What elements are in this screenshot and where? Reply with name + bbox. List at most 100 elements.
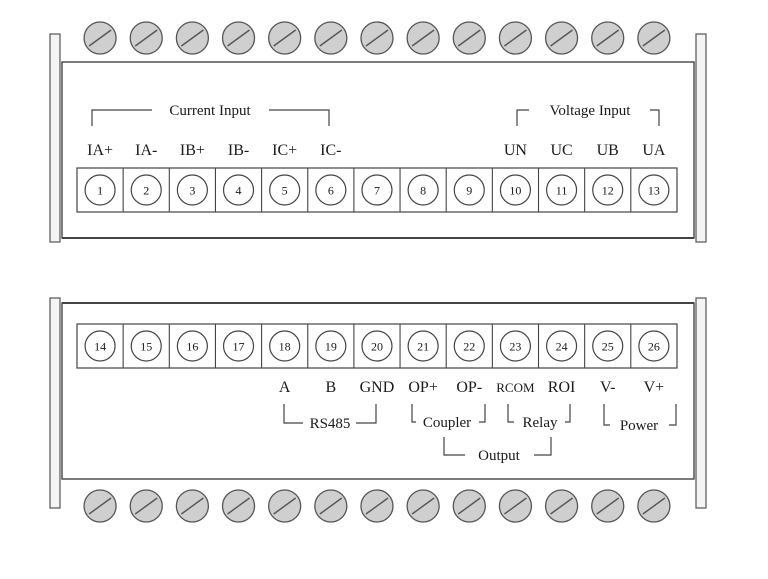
terminal-number: 26	[648, 340, 660, 354]
top-screw-icon	[83, 21, 117, 55]
bottom-terminal-label: OP+	[408, 379, 437, 396]
bottom-left-rail	[49, 297, 61, 509]
terminal-number: 9	[466, 184, 472, 198]
bottom-terminal-label: V-	[600, 379, 615, 396]
top-right-rail	[695, 33, 707, 243]
top-screw-icon	[637, 21, 671, 55]
top-screw-icon	[406, 21, 440, 55]
terminal-9: 9	[453, 174, 485, 206]
terminal-16: 16	[176, 330, 208, 362]
terminal-21: 21	[407, 330, 439, 362]
terminal-number: 5	[282, 184, 288, 198]
terminal-number: 7	[374, 184, 380, 198]
relay-bracket	[507, 404, 571, 423]
output-bracket	[443, 437, 552, 456]
bottom-screw-icon	[268, 489, 302, 523]
bottom-terminal-label: A	[279, 379, 291, 396]
terminal-10: 10	[499, 174, 532, 206]
terminal-11: 11	[545, 174, 578, 206]
bottom-terminal-label: OP-	[456, 379, 482, 396]
output-label: Output	[478, 448, 521, 464]
top-screw-icon	[544, 21, 579, 55]
terminal-number: 2	[143, 184, 149, 198]
bottom-screw-icon	[406, 489, 440, 523]
terminal-7: 7	[361, 174, 393, 206]
bottom-screw-icon	[498, 489, 533, 523]
bottom-screw-icon	[175, 489, 210, 523]
top-screw-icon	[498, 21, 533, 55]
top-screw-row	[83, 21, 671, 55]
top-left-rail	[49, 33, 61, 243]
bottom-terminal-label: V+	[644, 379, 665, 396]
power-label: Power	[620, 418, 658, 434]
bottom-screw-icon	[129, 489, 163, 523]
top-screw-icon	[360, 21, 394, 55]
terminal-number: 3	[189, 184, 195, 198]
terminal-number: 13	[648, 184, 660, 198]
terminal-25: 25	[592, 330, 624, 362]
terminal-18: 18	[269, 330, 301, 362]
voltage-input-bracket	[516, 109, 660, 126]
terminal-3: 3	[176, 174, 208, 206]
terminal-26: 26	[638, 330, 670, 362]
terminal-number: 4	[236, 184, 242, 198]
terminal-number: 24	[556, 340, 568, 354]
voltage-input-label: Voltage Input	[550, 103, 632, 119]
terminal-number: 17	[233, 340, 245, 354]
relay-label: Relay	[523, 415, 558, 431]
terminal-22: 22	[453, 330, 485, 362]
top-terminal-label: IC+	[272, 142, 297, 159]
top-screw-icon	[221, 21, 256, 55]
rs485-bracket	[283, 404, 377, 424]
top-screw-icon	[591, 21, 625, 55]
terminal-number: 8	[420, 184, 426, 198]
top-screw-icon	[129, 21, 163, 55]
terminal-14: 14	[84, 330, 116, 362]
terminal-number: 23	[509, 340, 521, 354]
terminal-number: 25	[602, 340, 614, 354]
terminal-19: 19	[315, 330, 347, 362]
terminal-23: 23	[499, 330, 532, 362]
terminal-number: 21	[417, 340, 429, 354]
bottom-terminal-label: GND	[360, 379, 395, 396]
terminal-number: 22	[463, 340, 475, 354]
top-terminal-label: IA+	[87, 142, 113, 159]
bottom-screw-icon	[360, 489, 394, 523]
top-terminal-label: UA	[642, 142, 666, 159]
top-terminal-label: UC	[550, 142, 572, 159]
top-screw-icon	[268, 21, 302, 55]
terminal-number: 20	[371, 340, 383, 354]
terminal-13: 13	[638, 174, 670, 206]
terminal-number: 19	[325, 340, 337, 354]
bottom-screw-icon	[544, 489, 579, 523]
terminal-5: 5	[269, 174, 301, 206]
top-terminal-label: IA-	[135, 142, 157, 159]
terminal-number: 6	[328, 184, 334, 198]
coupler-label: Coupler	[423, 415, 471, 431]
terminal-number: 18	[279, 340, 291, 354]
top-terminal-label: IB-	[228, 142, 249, 159]
terminal-number: 10	[509, 184, 521, 198]
terminal-number: 1	[97, 184, 103, 198]
bottom-screw-icon	[452, 489, 486, 523]
terminal-4: 4	[222, 174, 255, 206]
top-terminal-label: UB	[597, 142, 619, 159]
bottom-screw-icon	[314, 489, 348, 523]
terminal-20: 20	[361, 330, 393, 362]
bottom-terminal-label: RCOM	[496, 380, 535, 395]
terminal-8: 8	[407, 174, 439, 206]
top-screw-icon	[452, 21, 486, 55]
coupler-bracket	[411, 404, 486, 423]
terminal-1: 1	[84, 174, 116, 206]
terminal-12: 12	[592, 174, 624, 206]
current-input-bracket	[91, 109, 330, 126]
top-screw-icon	[314, 21, 348, 55]
terminal-17: 17	[222, 330, 255, 362]
bottom-screw-icon	[637, 489, 671, 523]
bottom-screw-icon	[591, 489, 625, 523]
